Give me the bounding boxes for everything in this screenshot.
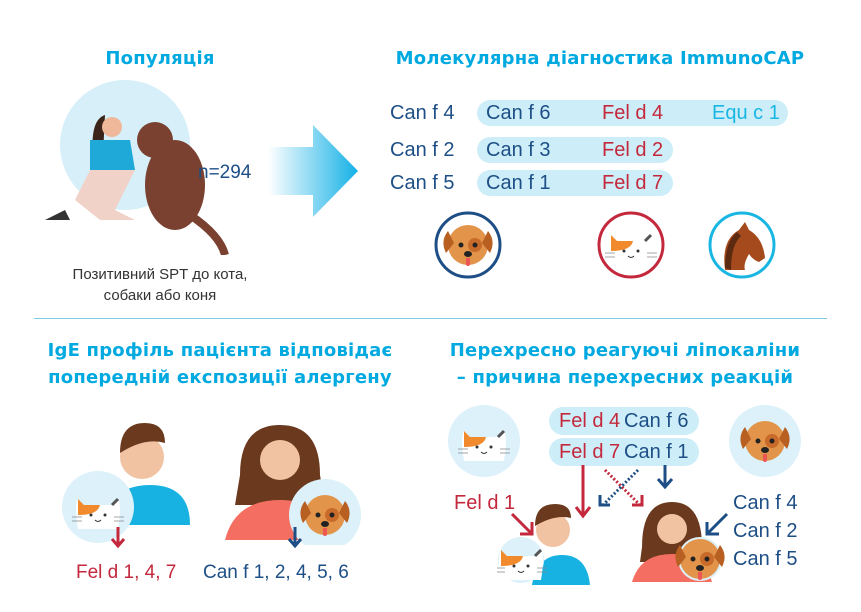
horse-icon [708,211,776,279]
cross-title-1: Перехресно реагуючі ліпокаліни [449,340,801,361]
allergen-can-f-6: Can f 6 [486,102,551,124]
cat-ige-result: Fel d 1, 4, 7 [76,562,177,583]
arrow-down-red-icon [110,527,126,549]
cross-fel-d-1: Fel d 1 [454,492,516,514]
cross-fel-d-7: Fel d 7 [559,441,621,463]
man-with-cat-illustration [62,423,190,543]
allergen-can-f-4: Can f 4 [390,102,455,124]
lipocalin-pill-row-2 [477,137,673,163]
ige-profile-title-2: попередній експозиції алергену [48,367,392,388]
allergen-can-f-5: Can f 5 [390,172,455,194]
lipocalin-pill-row-3 [477,170,673,196]
section-divider [34,318,827,319]
cat-icon [597,211,665,279]
woman-hugging-dog-illustration [45,115,229,255]
population-caption-1: Позитивний SPT до кота, [72,266,248,283]
woman-with-dog-illustration [632,502,725,582]
arrow-diag-blue-icon [705,512,729,536]
dog-ige-result: Can f 1, 2, 4, 5, 6 [203,562,349,583]
arrow-diag-red-icon [510,512,534,536]
allergen-can-f-1: Can f 1 [486,172,551,194]
man-sneezing-with-cat-illustration [497,504,590,585]
cross-pair-pill-2 [549,438,699,466]
dog-icon [434,211,502,279]
cross-title-2: – причина перехресних реакцій [456,367,794,388]
arrow-right-icon [268,125,358,217]
cat-icon [448,405,520,477]
cross-pair-pill-1 [549,407,699,435]
dog-icon [729,405,801,477]
arrow-down-blue-icon [287,527,303,549]
allergen-fel-d-2: Fel d 2 [602,139,664,161]
allergen-can-f-2: Can f 2 [390,139,455,161]
cross-can-f-1: Can f 1 [624,441,689,463]
allergen-fel-d-4: Fel d 4 [602,102,664,124]
allergen-equ-c-1: Equ c 1 [712,102,780,124]
population-count: n=294 [198,162,252,183]
cross-can-f-6: Can f 6 [624,410,689,432]
allergen-fel-d-7: Fel d 7 [602,172,664,194]
ige-profile-title-1: IgE профіль пацієнта відповідає [47,340,393,361]
allergen-can-f-3: Can f 3 [486,139,551,161]
lipocalin-pill-row-1 [477,100,788,126]
population-caption-2: собаки або коня [103,287,217,304]
cross-can-f-2: Can f 2 [733,520,798,542]
woman-with-dog-illustration [225,425,361,545]
population-title: Популяція [105,48,215,69]
cross-can-f-5: Can f 5 [733,548,798,570]
cross-can-f-4: Can f 4 [733,492,798,514]
molecular-title: Молекулярна діагностика ImmunoCAP [395,48,805,69]
cross-reaction-arrows [574,465,674,519]
cross-fel-d-4: Fel d 4 [559,410,621,432]
